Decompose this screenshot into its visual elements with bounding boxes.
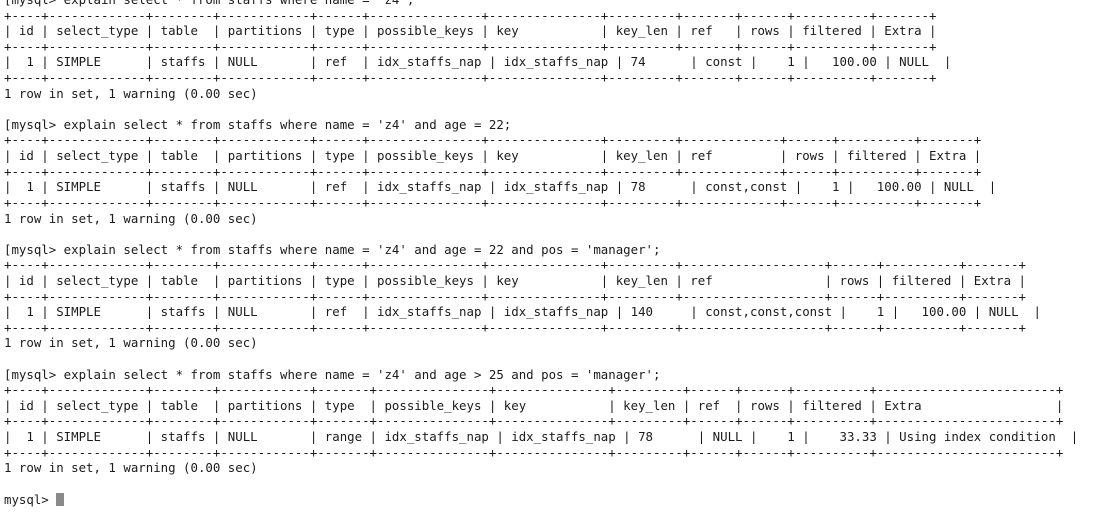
command-line-0: [mysql> explain select * from staffs whe… <box>4 0 1078 8</box>
table-header-row-2: | id | select_type | table | partitions … <box>4 272 1026 288</box>
table-separator-top-1: +----+-------------+--------+-----------… <box>4 132 982 148</box>
table-header-row-0: | id | select_type | table | partitions … <box>4 23 937 39</box>
active-prompt[interactable]: mysql> <box>4 492 1078 508</box>
blank-line-2 <box>4 351 1078 367</box>
command-line-2: [mysql> explain select * from staffs whe… <box>4 241 661 257</box>
table-header-row-1: | id | select_type | table | partitions … <box>4 148 982 164</box>
table-row-0-0: | 1 | SIMPLE | staffs | NULL | ref | idx… <box>4 54 952 70</box>
blank-line-1 <box>4 226 1078 242</box>
result-status-1: 1 row in set, 1 warning (0.00 sec) <box>4 210 258 226</box>
blank-line-0 <box>4 101 1078 117</box>
terminal-screen: [mysql> explain select * from staffs whe… <box>4 0 1078 507</box>
command-line-1: [mysql> explain select * from staffs whe… <box>4 116 512 132</box>
table-separator-bottom-3: +----+-------------+--------+-----------… <box>4 444 1064 460</box>
table-row-3-0: | 1 | SIMPLE | staffs | NULL | range | i… <box>4 429 1079 445</box>
table-separator-top-2: +----+-------------+--------+-----------… <box>4 257 1026 273</box>
result-status-2: 1 row in set, 1 warning (0.00 sec) <box>4 335 258 351</box>
prompt-label: mysql> <box>4 491 57 507</box>
table-separator-bottom-0: +----+-------------+--------+-----------… <box>4 70 937 86</box>
blank-line-3 <box>4 476 1078 492</box>
text-cursor <box>56 493 64 506</box>
result-status-3: 1 row in set, 1 warning (0.00 sec) <box>4 460 258 476</box>
result-status-0: 1 row in set, 1 warning (0.00 sec) <box>4 85 258 101</box>
command-line-3: [mysql> explain select * from staffs whe… <box>4 366 661 382</box>
table-separator-mid-0: +----+-------------+--------+-----------… <box>4 38 937 54</box>
table-separator-top-3: +----+-------------+--------+-----------… <box>4 382 1064 398</box>
table-separator-mid-3: +----+-------------+--------+-----------… <box>4 413 1064 429</box>
table-row-2-0: | 1 | SIMPLE | staffs | NULL | ref | idx… <box>4 304 1041 320</box>
table-header-row-3: | id | select_type | table | partitions … <box>4 397 1064 413</box>
table-separator-bottom-1: +----+-------------+--------+-----------… <box>4 194 982 210</box>
table-separator-top-0: +----+-------------+--------+-----------… <box>4 7 937 23</box>
table-row-1-0: | 1 | SIMPLE | staffs | NULL | ref | idx… <box>4 179 997 195</box>
table-separator-mid-1: +----+-------------+--------+-----------… <box>4 163 982 179</box>
table-separator-bottom-2: +----+-------------+--------+-----------… <box>4 319 1026 335</box>
table-separator-mid-2: +----+-------------+--------+-----------… <box>4 288 1026 304</box>
